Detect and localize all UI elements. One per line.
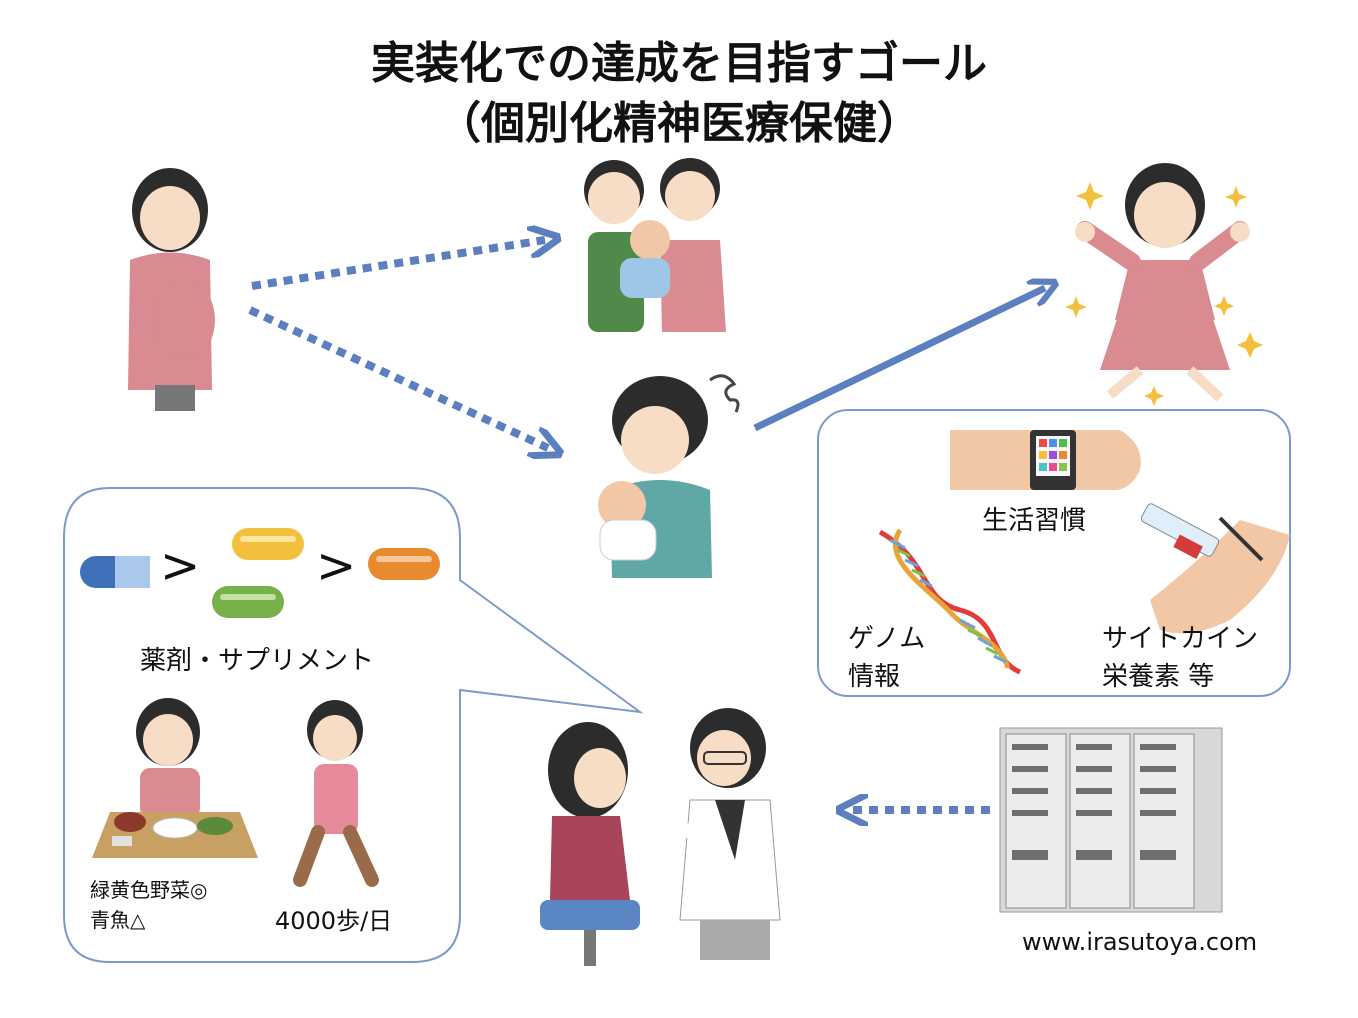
capsule-blue-icon [80, 556, 150, 588]
diet-label-line1: 緑黄色野菜◎ [90, 878, 208, 902]
dotted-arrow-to-family [251, 240, 545, 290]
credit-text: www.irasutoya.com [1022, 928, 1258, 956]
walking-woman-icon [293, 700, 379, 887]
dotted-arrow-to-stressed-mother [248, 306, 548, 448]
supplements-label: 薬剤・サプリメント [140, 646, 375, 676]
title-line1: 実装化での達成を目指すゴール [371, 38, 987, 89]
capsule-orange-icon [368, 548, 440, 580]
greater-than-symbol-1: > [160, 538, 201, 594]
patient-icon [540, 722, 640, 966]
server-icon [999, 727, 1223, 913]
happy-family-icon [584, 158, 726, 332]
cytokine-label-line2: 栄養素 等 [1102, 662, 1215, 692]
cytokine-label-line1: サイトカイン [1102, 624, 1259, 654]
genome-label-line2: 情報 [848, 662, 901, 692]
pregnant-woman-icon [128, 168, 215, 411]
lifestyle-label: 生活習慣 [982, 506, 1087, 536]
eating-woman-icon [92, 698, 258, 858]
diet-label-line2: 青魚△ [90, 908, 146, 932]
capsule-green-icon [212, 586, 284, 618]
capsule-yellow-icon [232, 528, 304, 560]
smartwatch-icon [950, 430, 1141, 491]
healthy-woman-icon [1065, 163, 1263, 406]
blood-test-icon [1140, 503, 1290, 634]
genome-label-line1: ゲノム [848, 624, 926, 654]
stressed-mother-icon [598, 374, 740, 578]
title-line2: （個別化精神医療保健） [437, 98, 921, 149]
steps-label: 4000歩/日 [275, 907, 393, 935]
greater-than-symbol-2: > [316, 538, 357, 594]
dna-icon [878, 528, 1022, 675]
solid-arrow-to-healthy-woman [753, 288, 1045, 432]
doctor-icon [643, 708, 781, 960]
